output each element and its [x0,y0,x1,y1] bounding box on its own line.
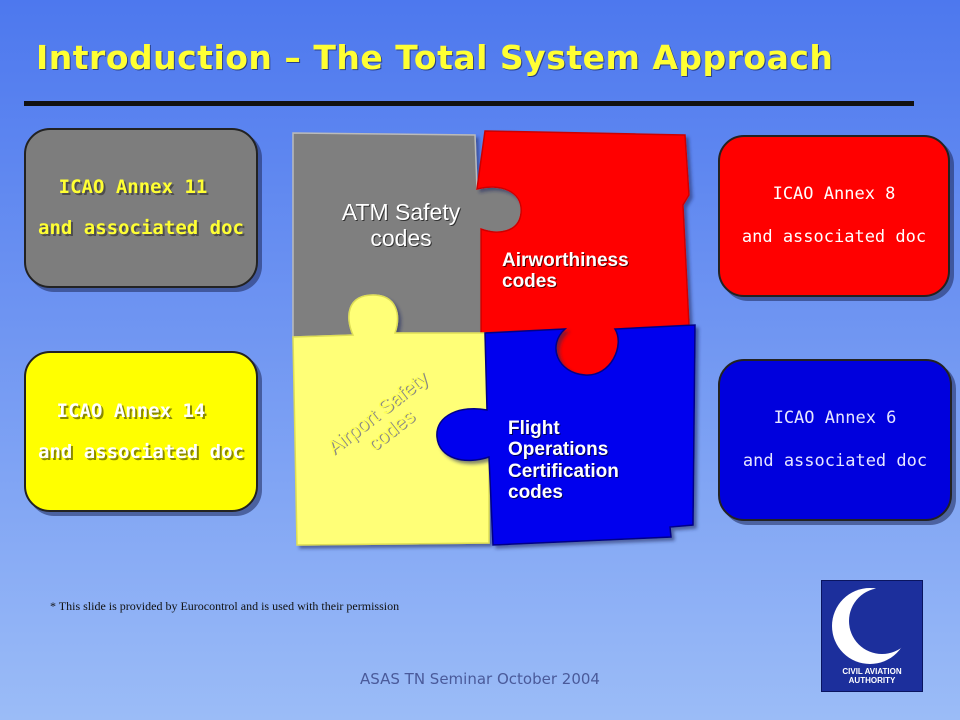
atm-label: ATM Safety codes [316,199,486,252]
puzzle-diagram [285,125,705,555]
annex-14-box: ICAO Annex 14 and associated doc [24,351,258,512]
slide-title: Introduction – The Total System Approach [36,38,834,77]
logo-line2: AUTHORITY [848,676,896,686]
atm-label-line1: ATM Safety [341,199,461,225]
flight-label-line4: codes [508,481,563,503]
title-divider [24,101,914,106]
crescent-icon [832,588,908,664]
annex-11-subtitle: and associated doc [38,217,244,239]
annex-6-title: ICAO Annex 6 [773,408,897,428]
civil-aviation-authority-logo: CIVIL AVIATION AUTHORITY [821,580,923,692]
annex-6-subtitle: and associated doc [742,451,928,471]
annex-8-title: ICAO Annex 8 [772,184,896,204]
flight-label-line1: Flight [508,418,560,439]
airworthiness-label: Airworthiness codes [502,250,629,293]
logo-line1: CIVIL AVIATION [842,667,902,676]
logo-text: CIVIL AVIATION AUTHORITY [822,667,922,685]
annex-14-subtitle: and associated doc [38,440,244,463]
annex-11-title: ICAO Annex 11 [58,176,208,198]
flight-puzzle-piece [436,324,696,546]
annex-8-subtitle: and associated doc [741,227,927,247]
flight-label: Flight Operations Certification codes [508,418,619,503]
annex-6-box: ICAO Annex 6 and associated doc [718,359,952,521]
puzzle-pieces [292,130,696,546]
airworthiness-label-line2: codes [502,271,557,293]
annex-11-box: ICAO Annex 11 and associated doc [24,128,258,288]
annex-14-title: ICAO Annex 14 [56,399,206,422]
atm-label-line2: codes [370,224,432,251]
footer-text: ASAS TN Seminar October 2004 [360,670,600,688]
footnote: * This slide is provided by Eurocontrol … [50,599,400,613]
airworthiness-label-line1: Airworthiness [502,250,629,271]
annex-8-box: ICAO Annex 8 and associated doc [718,135,950,297]
flight-label-line3: Certification [508,460,619,482]
flight-label-line2: Operations [508,439,609,461]
